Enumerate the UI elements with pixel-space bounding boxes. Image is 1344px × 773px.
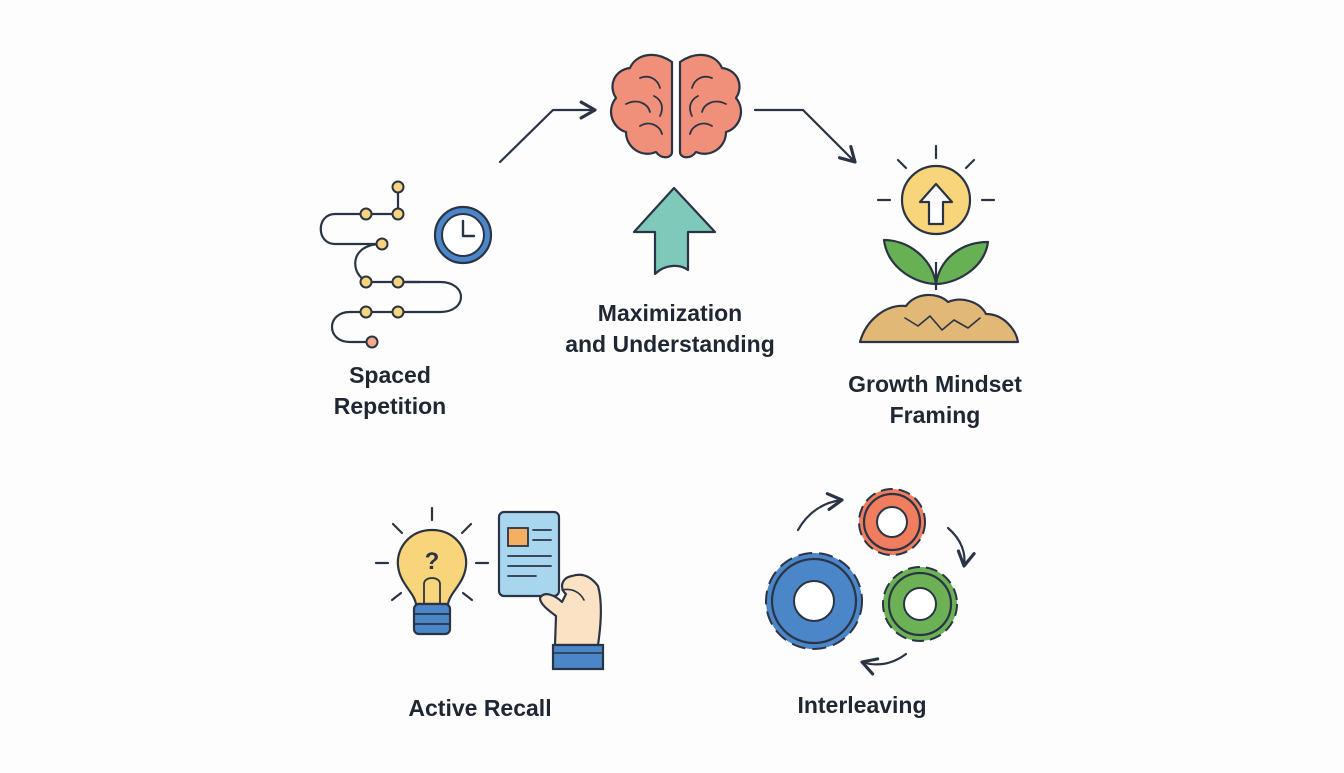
hand-holding-card-icon	[497, 510, 605, 671]
growth-mindset-line-2: Framing	[889, 402, 981, 428]
svg-text:?: ?	[425, 548, 440, 575]
connector-arrow-left	[498, 100, 597, 164]
spaced-repetition-line-2: Repetition	[333, 393, 447, 419]
up-arrow-icon	[632, 186, 717, 276]
connector-arrow-right	[753, 108, 857, 164]
gear-blue-icon	[765, 552, 863, 650]
spaced-repetition-line-1: Spaced	[349, 362, 431, 388]
center-label-line-1: Maximization	[597, 300, 743, 326]
center-label: Maximization and Understanding	[545, 298, 795, 360]
sprout-icon	[858, 238, 1020, 344]
clock-icon	[433, 205, 493, 265]
active-recall-label: Active Recall	[380, 693, 580, 724]
growth-mindset-label: Growth Mindset Framing	[820, 369, 1050, 431]
brain-icon	[609, 53, 743, 159]
timeline-path-icon	[319, 180, 463, 349]
interleaving-line-1: Interleaving	[797, 692, 927, 718]
growth-mindset-line-1: Growth Mindset	[848, 371, 1022, 397]
lightbulb-question-icon: ?	[374, 506, 490, 636]
gear-orange-icon	[858, 488, 926, 556]
spaced-repetition-label: Spaced Repetition	[300, 360, 480, 422]
interleaving-label: Interleaving	[762, 690, 962, 721]
center-label-line-2: and Understanding	[565, 331, 775, 357]
gear-green-icon	[882, 566, 958, 642]
active-recall-line-1: Active Recall	[408, 695, 552, 721]
gears-cycle-icon	[765, 488, 976, 676]
sun-up-arrow-icon	[876, 144, 996, 236]
